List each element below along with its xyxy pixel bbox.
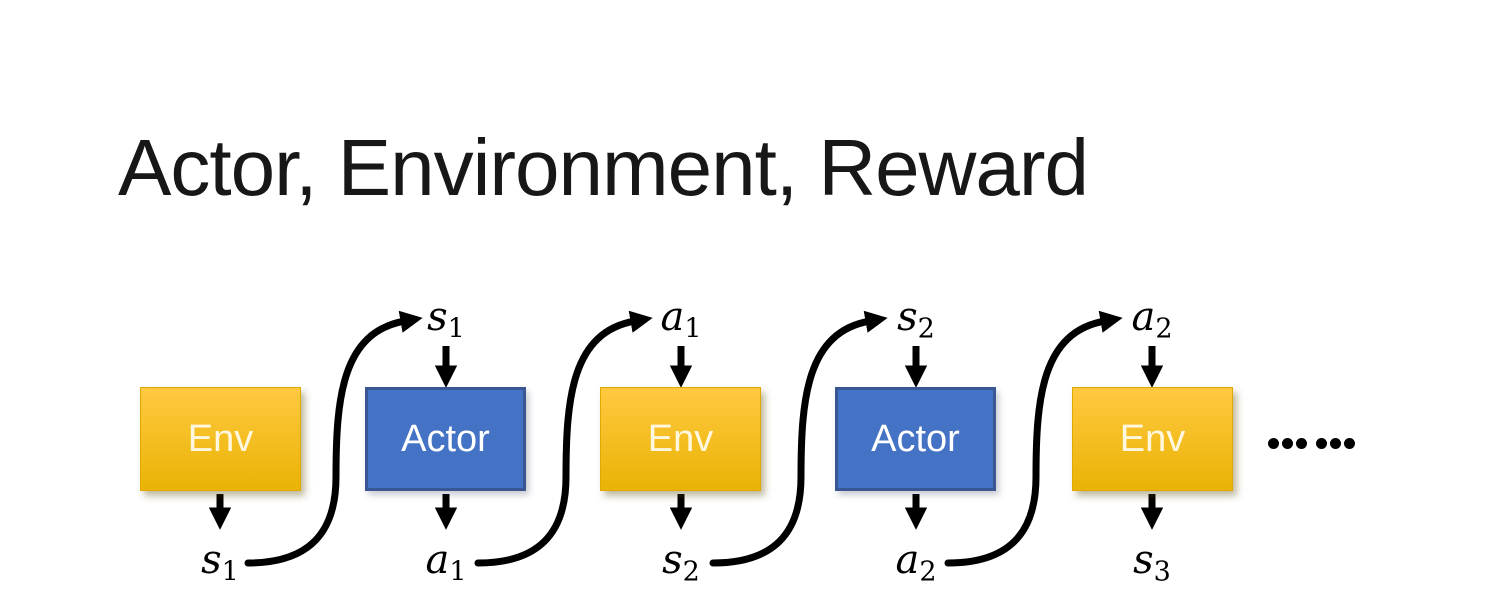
label-a1-bottom-base: a	[425, 537, 450, 583]
label-a2-bottom-base: a	[895, 537, 920, 583]
env-box-2: Env	[600, 387, 761, 491]
label-a1-bottom: a1	[425, 537, 466, 586]
label-s3-bottom-sub: 3	[1153, 556, 1171, 588]
ellipsis-dot	[1344, 438, 1355, 449]
label-a2-bottom: a2	[895, 537, 936, 586]
label-s3-bottom: s3	[1133, 537, 1171, 586]
label-s1-top-base: s	[427, 294, 448, 340]
label-s1-top: s1	[427, 294, 465, 343]
label-s2-bottom-base: s	[662, 537, 683, 583]
ellipsis-dot	[1268, 438, 1279, 449]
label-s1-bottom: s1	[201, 537, 239, 586]
ellipsis-dots	[1268, 438, 1358, 449]
env-box-3-label: Env	[1119, 417, 1186, 460]
actor-box-2-label: Actor	[871, 417, 960, 460]
env-box-1: Env	[140, 387, 301, 491]
label-s2-bottom: s2	[662, 537, 700, 586]
label-s2-bottom-sub: 2	[682, 556, 700, 588]
env-box-1-label: Env	[187, 417, 254, 460]
ellipsis-dot	[1296, 438, 1307, 449]
ellipsis-dot	[1330, 438, 1341, 449]
slide-title: Actor, Environment, Reward	[118, 123, 1089, 212]
label-s1-top-sub: 1	[447, 313, 465, 345]
label-a1-top: a1	[660, 294, 701, 343]
label-s3-bottom-base: s	[1133, 537, 1154, 583]
label-a1-top-sub: 1	[684, 313, 702, 345]
label-a1-bottom-sub: 1	[449, 556, 467, 588]
ellipsis-dot	[1316, 438, 1327, 449]
ellipsis-dot	[1282, 438, 1293, 449]
label-a1-top-base: a	[660, 294, 685, 340]
env-box-3: Env	[1072, 387, 1233, 491]
actor-box-1: Actor	[365, 387, 526, 491]
actor-box-1-label: Actor	[401, 417, 490, 460]
label-a2-bottom-sub: 2	[919, 556, 937, 588]
label-s2-top: s2	[897, 294, 935, 343]
label-s2-top-base: s	[897, 294, 918, 340]
label-a2-top-base: a	[1131, 294, 1156, 340]
label-a2-top-sub: 2	[1155, 313, 1173, 345]
actor-box-2: Actor	[835, 387, 996, 491]
env-box-2-label: Env	[647, 417, 714, 460]
label-s1-bottom-base: s	[201, 537, 222, 583]
label-s1-bottom-sub: 1	[221, 556, 239, 588]
label-a2-top: a2	[1131, 294, 1172, 343]
label-s2-top-sub: 2	[917, 313, 935, 345]
